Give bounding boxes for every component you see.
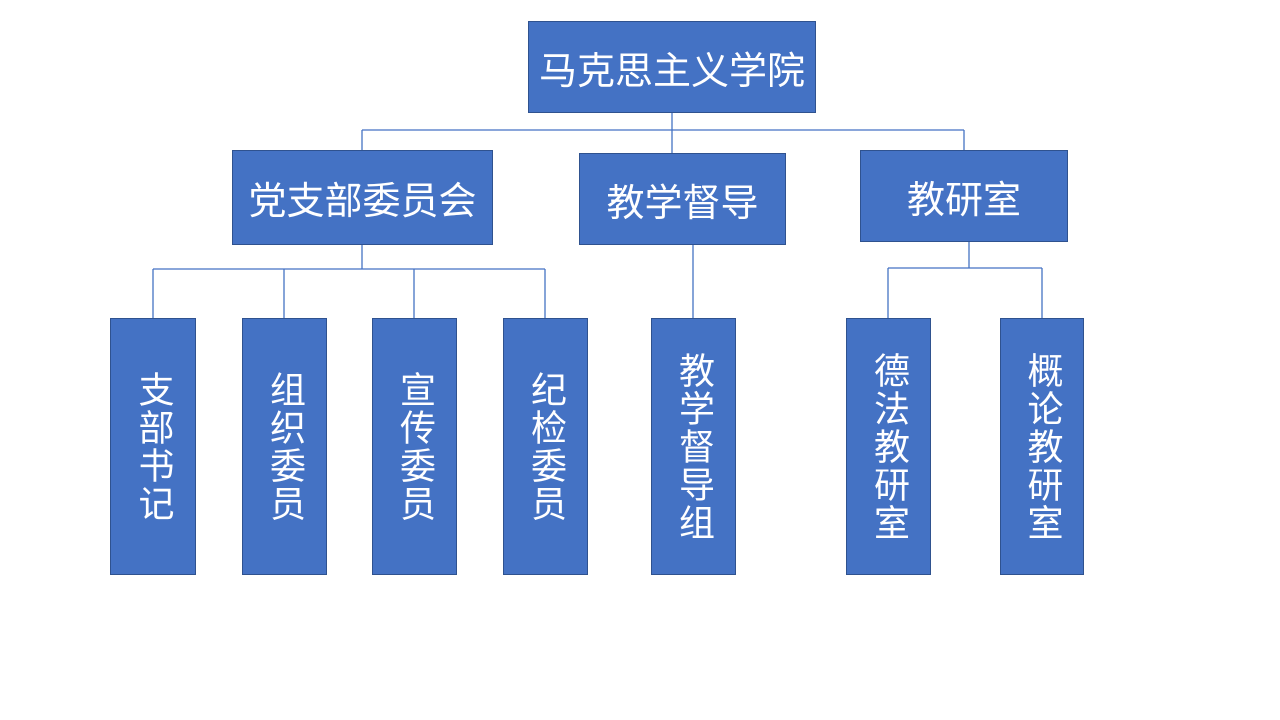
- node-root: 马克思主义学院: [528, 21, 816, 113]
- node-branch-secretary-label: 支部书记: [132, 370, 174, 523]
- node-research-office: 教研室: [860, 150, 1068, 242]
- node-party-committee-label: 党支部委员会: [248, 179, 477, 223]
- node-teaching-supervision: 教学督导: [579, 153, 786, 245]
- node-branch-secretary: 支部书记: [110, 318, 196, 575]
- node-organization-member: 组织委员: [242, 318, 327, 575]
- node-publicity-member-label: 宣传委员: [394, 370, 435, 523]
- node-research-office-label: 教研室: [906, 177, 1021, 222]
- node-publicity-member: 宣传委员: [372, 318, 457, 575]
- node-root-label: 马克思主义学院: [538, 48, 805, 93]
- node-outline-office: 概论教研室: [1000, 318, 1084, 575]
- node-discipline-member: 纪检委员: [503, 318, 588, 575]
- node-supervision-group: 教学督导组: [651, 318, 736, 575]
- node-organization-member-label: 组织委员: [264, 370, 305, 523]
- node-supervision-group-label: 教学督导组: [673, 351, 714, 542]
- node-ethics-law-office-label: 德法教研室: [868, 351, 909, 542]
- node-teaching-supervision-label: 教学督导: [606, 180, 759, 225]
- node-outline-office-label: 概论教研室: [1021, 351, 1063, 542]
- node-party-committee: 党支部委员会: [232, 150, 493, 245]
- node-ethics-law-office: 德法教研室: [846, 318, 931, 575]
- node-discipline-member-label: 纪检委员: [525, 370, 566, 523]
